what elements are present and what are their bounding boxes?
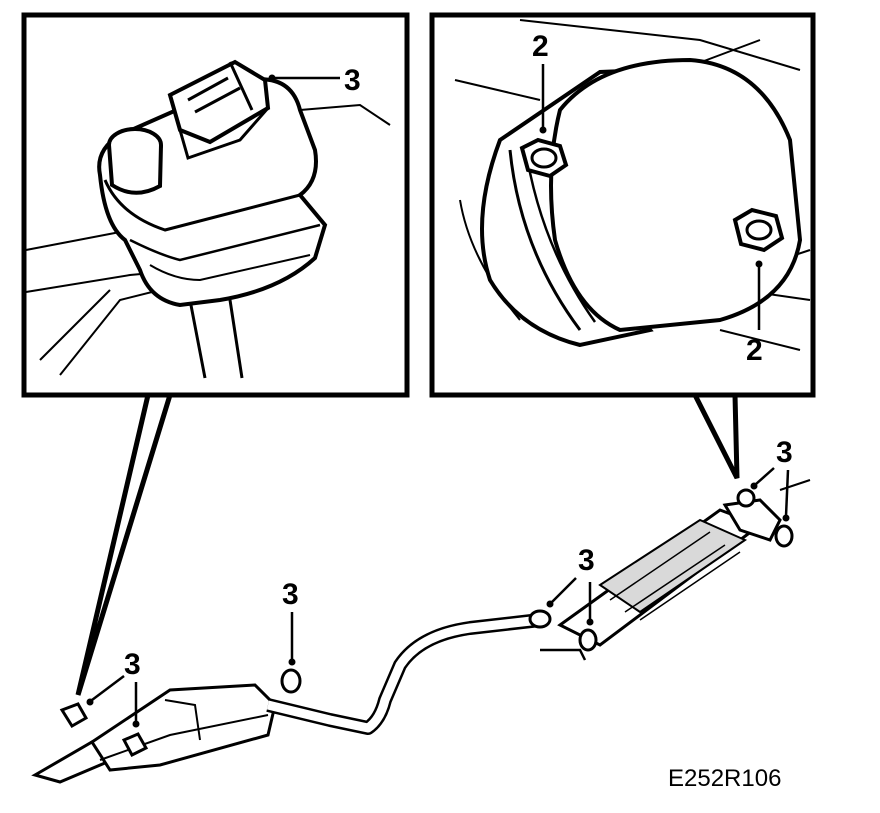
rubber-hanger-rear-left bbox=[59, 702, 89, 729]
callout-3-rear: 3 bbox=[124, 648, 141, 681]
callout-3-inset-left: 3 bbox=[344, 64, 361, 97]
hanger-rod bbox=[188, 299, 244, 379]
callout-3-front-silencer: 3 bbox=[578, 544, 595, 577]
rubber-hanger-front-center bbox=[578, 628, 598, 652]
exhaust-system bbox=[31, 479, 811, 784]
detail-inset-hanger: 3 bbox=[21, 12, 410, 398]
callouts-main: 3 3 3 3 bbox=[86, 436, 793, 728]
inset-pointer-left bbox=[75, 394, 173, 696]
callout-3-front-joint: 3 bbox=[776, 436, 793, 469]
rubber-hanger-rear-right bbox=[121, 732, 149, 757]
detail-inset-flange: 2 2 bbox=[429, 12, 816, 398]
flange-nut-top bbox=[519, 137, 569, 179]
callout-2-bottom: 2 bbox=[746, 334, 763, 367]
inset-pointer-right bbox=[692, 393, 740, 480]
rubber-hanger-middle bbox=[280, 668, 302, 694]
callout-2-top: 2 bbox=[532, 30, 549, 63]
catalytic-converter-body bbox=[549, 57, 803, 333]
rubber-hanger-front-top bbox=[736, 488, 756, 508]
figure-code: E252R106 bbox=[668, 765, 781, 792]
rear-silencer bbox=[89, 683, 277, 772]
flange-nut-bottom bbox=[732, 207, 785, 253]
rubber-hanger-front-left bbox=[528, 609, 552, 629]
callout-3-middle: 3 bbox=[282, 578, 299, 611]
rubber-hanger-front-right bbox=[774, 524, 794, 548]
